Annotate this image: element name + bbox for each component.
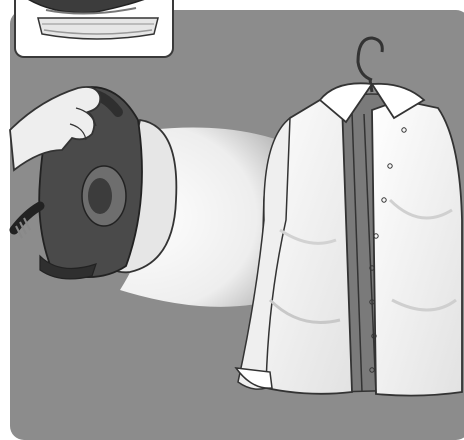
- shirt-icon: [236, 83, 462, 395]
